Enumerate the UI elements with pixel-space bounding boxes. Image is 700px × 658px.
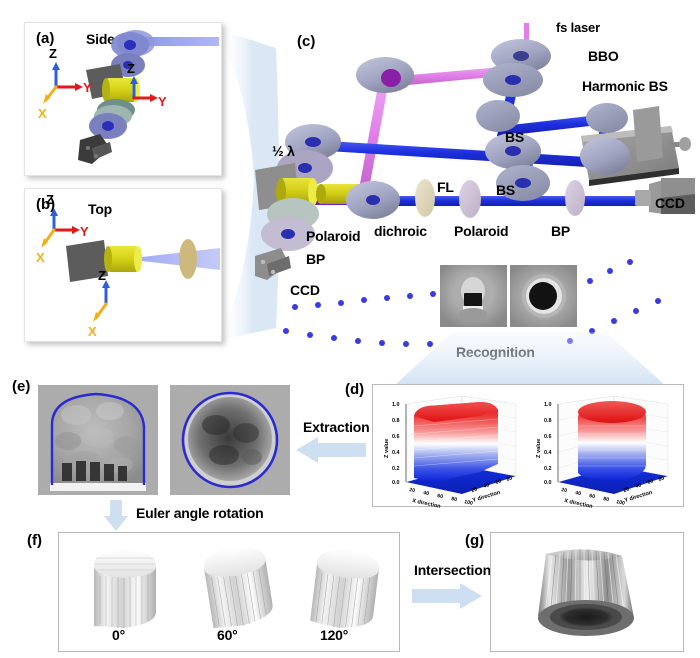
surface-plot-right: 1.0 0.8 0.6 0.4 0.2 0.0 Z value 20 40 60 80… <box>536 395 669 510</box>
svg-text:40: 40 <box>635 482 642 489</box>
label-extraction: Extraction <box>303 419 370 435</box>
svg-text:40: 40 <box>423 490 430 497</box>
panel-a-illustration: Z Y X Z Y <box>38 30 219 164</box>
label-ccd-right: CCD <box>655 195 685 211</box>
svg-text:0.2: 0.2 <box>544 466 552 472</box>
label-polaroid-right: Polaroid <box>454 223 509 239</box>
svg-text:Y: Y <box>83 80 92 95</box>
label-polaroid-left: Polaroid <box>306 228 361 244</box>
svg-text:1.0: 1.0 <box>392 402 400 408</box>
label-fs-laser: fs laser <box>556 20 600 35</box>
label-intersection: Intersection <box>414 562 491 578</box>
svg-text:0.0: 0.0 <box>544 480 552 486</box>
svg-text:X direction: X direction <box>412 498 442 510</box>
svg-text:X direction: X direction <box>564 498 594 510</box>
label-euler-rotation: Euler angle rotation <box>136 505 264 521</box>
svg-text:X: X <box>38 106 47 121</box>
panel-a-tag: (a) <box>36 30 55 47</box>
contour-image-side <box>38 385 158 495</box>
panel-f-rotations <box>94 547 379 629</box>
label-rotation-0: 0° <box>112 627 125 643</box>
svg-text:60: 60 <box>647 478 654 485</box>
svg-text:0.4: 0.4 <box>392 450 400 456</box>
svg-text:60: 60 <box>437 493 444 500</box>
recognition-image-top <box>510 265 577 327</box>
svg-text:0.2: 0.2 <box>392 466 400 472</box>
label-bs-lower: BS <box>496 182 516 198</box>
panel-d-tag: (d) <box>345 381 365 398</box>
svg-text:0.4: 0.4 <box>544 450 552 456</box>
svg-text:100: 100 <box>616 499 626 507</box>
extraction-arrow <box>296 437 366 463</box>
svg-text:20: 20 <box>561 487 568 494</box>
svg-text:Z: Z <box>49 46 57 61</box>
svg-text:40: 40 <box>483 482 490 489</box>
svg-text:0.0: 0.0 <box>392 480 400 486</box>
svg-text:20: 20 <box>409 487 416 494</box>
svg-text:X: X <box>36 250 45 265</box>
svg-text:20: 20 <box>471 486 478 493</box>
contour-image-top <box>170 385 290 495</box>
panel-g-tag: (g) <box>465 532 485 549</box>
label-half-waveplate: ½ λ <box>272 143 295 159</box>
svg-text:80: 80 <box>506 475 513 482</box>
svg-text:1.0: 1.0 <box>544 402 552 408</box>
intersection-arrow <box>412 583 482 609</box>
euler-rotation-arrow <box>104 500 128 531</box>
panel-g-result <box>538 548 634 636</box>
label-bp-left: BP <box>306 251 326 267</box>
expand-funnel-c-to-d <box>394 332 666 386</box>
svg-text:100: 100 <box>464 499 474 507</box>
panel-f-tag: (f) <box>27 532 42 549</box>
svg-text:80: 80 <box>658 475 665 482</box>
label-bp-right: BP <box>551 223 571 239</box>
panel-b-title: Top <box>88 201 113 217</box>
svg-text:0.8: 0.8 <box>544 418 552 424</box>
svg-text:X: X <box>88 324 97 339</box>
panel-c-tag: (c) <box>297 33 316 50</box>
svg-text:40: 40 <box>575 490 582 497</box>
recognition-image-side <box>440 265 507 327</box>
label-fl: FL <box>437 179 454 195</box>
svg-text:60: 60 <box>495 478 502 485</box>
svg-text:Z value: Z value <box>536 439 542 458</box>
svg-text:Y: Y <box>158 94 167 109</box>
label-bs-upper: BS <box>505 129 525 145</box>
label-rotation-120: 120° <box>320 627 349 643</box>
svg-text:80: 80 <box>603 496 610 503</box>
svg-text:Z value: Z value <box>384 439 390 458</box>
svg-text:Z: Z <box>127 61 135 76</box>
panel-c-optical-setup <box>255 23 695 280</box>
svg-text:20: 20 <box>623 486 630 493</box>
svg-text:0.6: 0.6 <box>544 434 552 440</box>
label-dichroic: dichroic <box>374 223 427 239</box>
panel-a-title: Side <box>86 31 115 47</box>
panel-b-tag: (b) <box>36 196 56 213</box>
panel-e-tag: (e) <box>12 378 31 395</box>
panel-b-illustration: Z Y X Z X <box>36 192 220 339</box>
svg-text:Z: Z <box>46 192 54 207</box>
label-ccd-left: CCD <box>290 282 320 298</box>
label-bbo: BBO <box>588 48 619 64</box>
svg-text:60: 60 <box>589 493 596 500</box>
label-rotation-60: 60° <box>217 627 238 643</box>
svg-text:0.8: 0.8 <box>392 418 400 424</box>
svg-text:80: 80 <box>451 496 458 503</box>
svg-text:Y: Y <box>80 224 89 239</box>
label-harmonic-bs: Harmonic BS <box>582 78 668 94</box>
surface-plot-left: 1.0 0.8 0.6 0.4 0.2 0.0 Z value 20 40 60 80… <box>384 395 517 510</box>
svg-text:Z: Z <box>98 268 106 283</box>
svg-text:0.6: 0.6 <box>392 434 400 440</box>
